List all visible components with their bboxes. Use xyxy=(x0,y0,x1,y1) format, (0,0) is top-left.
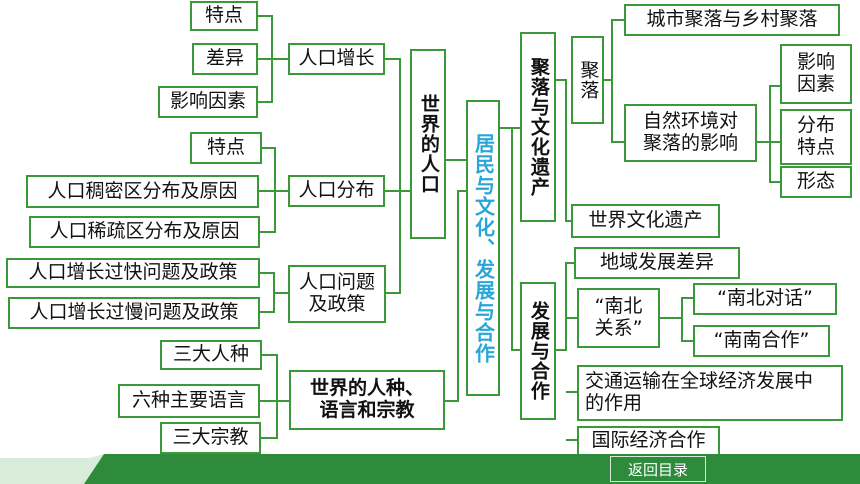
footer-bar xyxy=(0,454,860,484)
influence-factors-node: 影响 因素 xyxy=(780,44,852,104)
form-node: 形态 xyxy=(780,166,852,198)
south-south-cooperation-node: “南南合作” xyxy=(693,325,830,357)
race-item-three-races: 三大人种 xyxy=(160,340,262,370)
problem-item-slow-growth: 人口增长过慢问题及政策 xyxy=(8,297,260,329)
natural-environment-node: 自然环境对 聚落的影响 xyxy=(624,104,757,162)
regional-gap-node: 地域发展差异 xyxy=(574,247,740,279)
race-item-six-languages: 六种主要语言 xyxy=(118,384,260,418)
problem-item-fast-growth: 人口增长过快问题及政策 xyxy=(6,258,260,288)
urban-rural-node: 城市聚落与乡村聚落 xyxy=(624,4,840,36)
settlement-heritage-node: 聚落与文化遗产 xyxy=(520,32,556,222)
distribution-item-dense: 人口稠密区分布及原因 xyxy=(26,175,259,208)
settlement-node: 聚落 xyxy=(571,36,604,124)
race-item-three-religions: 三大宗教 xyxy=(160,422,261,454)
growth-item-factors: 影响因素 xyxy=(158,86,258,118)
distribution-item-features: 特点 xyxy=(190,132,262,164)
population-growth-node: 人口增长 xyxy=(288,43,385,75)
population-problems-node: 人口问题 及政策 xyxy=(288,265,386,323)
population-distribution-node: 人口分布 xyxy=(288,175,385,207)
north-south-node: “南北 关系” xyxy=(577,288,660,348)
growth-item-differences: 差异 xyxy=(192,43,258,75)
distribution-features-node: 分布 特点 xyxy=(780,109,852,165)
center-topic-node: 居民与文化、发展与合作 xyxy=(466,100,500,396)
world-population-node: 世界的人口 xyxy=(410,49,446,239)
world-heritage-node: 世界文化遗产 xyxy=(571,204,720,238)
development-cooperation-node: 发展与合作 xyxy=(520,282,556,420)
back-to-contents-button[interactable]: 返回目录 xyxy=(610,456,706,482)
distribution-item-sparse: 人口稀疏区分布及原因 xyxy=(29,216,260,248)
transport-role-node: 交通运输在全球经济发展中 的作用 xyxy=(577,365,843,421)
north-south-dialogue-node: “南北对话” xyxy=(693,283,837,315)
international-cooperation-node: 国际经济合作 xyxy=(577,426,720,456)
growth-item-features: 特点 xyxy=(190,1,258,31)
race-language-religion-node: 世界的人种、 语言和宗教 xyxy=(289,370,445,430)
